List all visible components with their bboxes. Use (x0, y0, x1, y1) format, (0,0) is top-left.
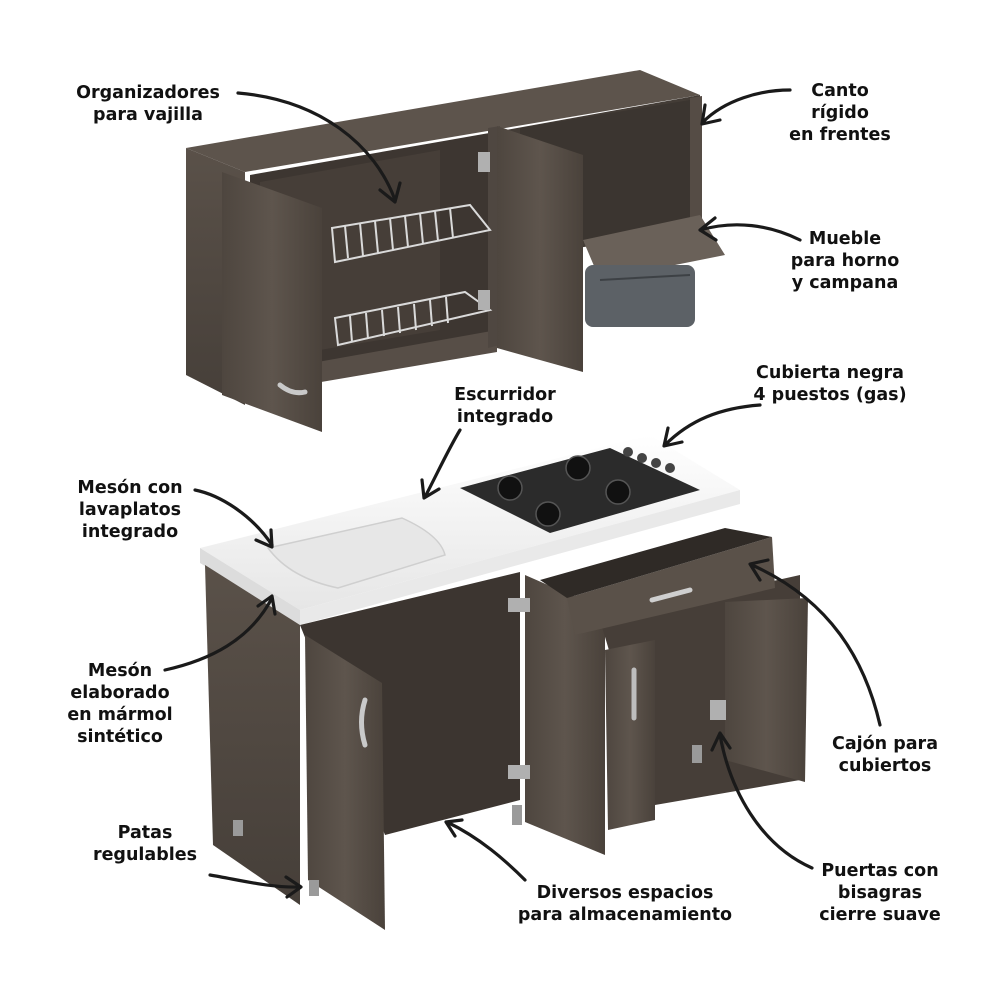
upper-middle-door (497, 126, 583, 372)
arrow-patas (208, 873, 303, 899)
label-cajon: Cajón para cubiertos (832, 734, 938, 776)
label-patas: Patas regulables (92, 823, 198, 865)
arrow-escurridor (420, 428, 462, 500)
upper-left-door (222, 172, 322, 432)
adjustable-legs (233, 745, 702, 896)
label-diversos: Diversos espacios para almacenamiento (517, 883, 733, 925)
label-canto: Canto rígido en frentes (789, 81, 891, 145)
label-cubierta: Cubierta negra 4 puestos (gas) (753, 363, 907, 405)
arrow-canto (700, 88, 792, 126)
arrow-meson-lavaplatos (193, 488, 274, 549)
sink (266, 517, 446, 589)
label-meson-marmol: Mesón elaborado en mármol sintético (67, 661, 173, 747)
label-meson-lavaplatos: Mesón con lavaplatos integrado (77, 478, 183, 542)
label-organizadores: Organizadores para vajilla (76, 83, 220, 125)
lower-cabinet (200, 435, 808, 930)
lower-middle-door (525, 575, 605, 855)
upper-cabinet (186, 70, 725, 432)
label-puertas: Puertas con bisagras cierre suave (819, 861, 941, 925)
lower-right-door-1 (605, 640, 655, 830)
label-mueble-horno: Mueble para horno y campana (790, 229, 900, 293)
arrow-puertas (710, 731, 814, 870)
range-hood (585, 265, 695, 327)
arrow-meson-marmol (163, 594, 277, 672)
arrow-mueble-horno (698, 216, 802, 242)
arrow-cajon (748, 558, 882, 727)
arrow-cubierta (662, 403, 762, 448)
callout-arrows (163, 88, 882, 899)
arrow-organizadores (236, 91, 402, 204)
label-escurridor: Escurridor integrado (454, 385, 556, 427)
lower-right-door-2 (725, 598, 808, 782)
cooktop (460, 448, 700, 533)
cutlery-drawer (567, 537, 775, 635)
arrow-diversos (444, 818, 527, 882)
dish-rack-upper (330, 203, 492, 264)
